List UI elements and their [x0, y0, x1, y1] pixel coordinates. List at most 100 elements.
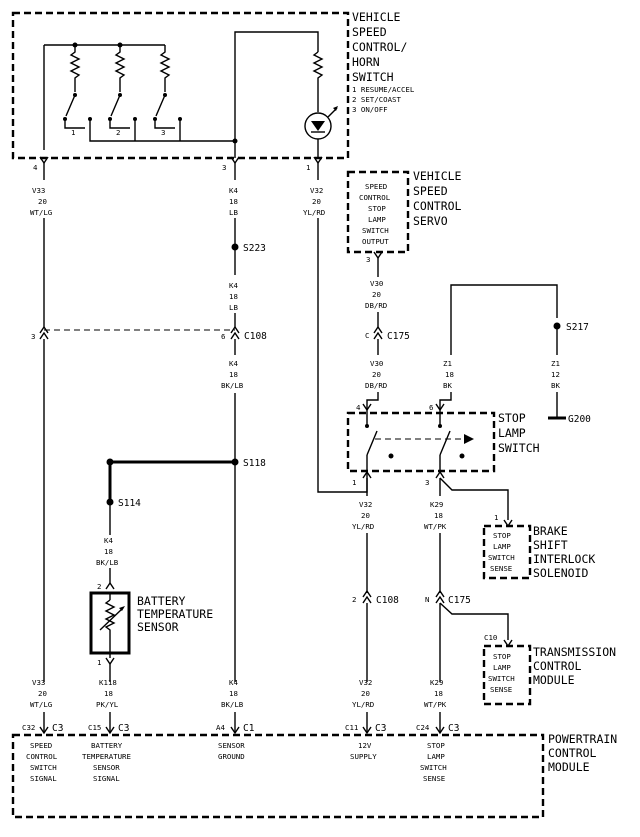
- horn-switch-title: VEHICLE SPEED CONTROL/ HORN SWITCH 1 RES…: [352, 10, 415, 114]
- svg-text:K4: K4: [229, 186, 238, 195]
- svg-text:C15: C15: [88, 723, 101, 732]
- svg-text:12V: 12V: [358, 741, 372, 750]
- svg-text:C24: C24: [416, 723, 430, 732]
- connector-c108-top: 3 6 C108: [31, 325, 267, 342]
- svg-text:3: 3: [161, 128, 165, 137]
- svg-text:MODULE: MODULE: [548, 760, 590, 774]
- svg-text:C3: C3: [375, 723, 386, 734]
- svg-text:18: 18: [229, 197, 238, 206]
- resistor-2-icon: [114, 45, 126, 92]
- svg-text:SENSOR: SENSOR: [93, 763, 120, 772]
- svg-text:SERVO: SERVO: [413, 214, 448, 228]
- svg-text:GROUND: GROUND: [218, 752, 245, 761]
- svg-text:SPEED: SPEED: [365, 182, 387, 191]
- svg-text:C3: C3: [52, 723, 63, 734]
- wire-k4: K4 18 LB K4 18 LB K4 18 BK/LB K4 18 BK/L…: [221, 163, 244, 733]
- svg-text:SWITCH: SWITCH: [420, 763, 447, 772]
- wire-v32: V32 20 YL/RD: [303, 163, 368, 493]
- svg-text:V32: V32: [310, 186, 323, 195]
- svg-text:SWITCH: SWITCH: [352, 70, 394, 84]
- horn-switch-internal: 1 2 3: [43, 31, 338, 158]
- svg-text:STOP: STOP: [493, 531, 511, 540]
- svg-text:LB: LB: [229, 208, 238, 217]
- svg-text:1: 1: [97, 658, 101, 667]
- svg-text:18: 18: [229, 292, 238, 301]
- svg-text:VEHICLE: VEHICLE: [413, 169, 462, 183]
- svg-text:G200: G200: [568, 414, 591, 425]
- svg-text:18: 18: [434, 511, 443, 520]
- svg-text:STOP: STOP: [368, 204, 386, 213]
- svg-text:BK/LB: BK/LB: [221, 700, 244, 709]
- svg-text:BK: BK: [443, 381, 452, 390]
- svg-text:SENSE: SENSE: [423, 774, 445, 783]
- svg-text:WT/PK: WT/PK: [424, 522, 447, 531]
- svg-text:4: 4: [33, 163, 38, 172]
- svg-text:SWITCH: SWITCH: [30, 763, 57, 772]
- battery-temperature-sensor: 2 1 BATTERY TEMPERATURE SENSOR K118 18 P…: [89, 581, 213, 733]
- svg-text:CONTROL: CONTROL: [533, 659, 582, 673]
- svg-text:SENSE: SENSE: [490, 564, 512, 573]
- svg-text:C175: C175: [387, 331, 410, 342]
- resistor-1-icon: [69, 45, 81, 92]
- svg-text:18: 18: [445, 370, 454, 379]
- svg-text:K118: K118: [99, 678, 117, 687]
- svg-text:C11: C11: [345, 723, 358, 732]
- svg-text:1: 1: [352, 478, 356, 487]
- svg-text:K4: K4: [104, 536, 113, 545]
- svg-text:20: 20: [361, 689, 370, 698]
- svg-text:K29: K29: [430, 500, 443, 509]
- svg-text:SUPPLY: SUPPLY: [350, 752, 377, 761]
- svg-text:TRANSMISSION: TRANSMISSION: [533, 645, 616, 659]
- svg-text:C10: C10: [484, 633, 497, 642]
- stop-lamp-switch: 4 6 STOP LAMP SWITCH 1 3: [346, 403, 540, 487]
- svg-text:LAMP: LAMP: [498, 426, 526, 440]
- svg-text:SENSOR: SENSOR: [218, 741, 245, 750]
- powertrain-control-module: POWERTRAIN CONTROL MODULE C32 C3 SPEED C…: [11, 723, 617, 819]
- switch-2-icon: [108, 93, 122, 121]
- svg-text:YL/RD: YL/RD: [352, 522, 374, 531]
- svg-text:WT/PK: WT/PK: [424, 700, 447, 709]
- svg-text:K29: K29: [430, 678, 443, 687]
- svg-text:SWITCH: SWITCH: [362, 226, 389, 235]
- svg-text:3: 3: [425, 478, 429, 487]
- svg-text:SPEED: SPEED: [352, 25, 387, 39]
- svg-text:2 SET/COAST: 2 SET/COAST: [352, 95, 401, 104]
- svg-text:18: 18: [229, 689, 238, 698]
- svg-text:3: 3: [366, 255, 370, 264]
- svg-text:N: N: [425, 595, 429, 604]
- svg-text:STOP: STOP: [427, 741, 445, 750]
- svg-text:1 RESUME/ACCEL: 1 RESUME/ACCEL: [352, 85, 415, 94]
- svg-text:S118: S118: [243, 458, 266, 469]
- switch-contact-right-icon: [438, 410, 451, 472]
- svg-text:SOLENOID: SOLENOID: [533, 566, 588, 580]
- svg-text:3: 3: [222, 163, 226, 172]
- wire-k29: K29 18 WT/PK N C175 K29 18 WT/PK: [424, 477, 509, 733]
- svg-text:SWITCH: SWITCH: [488, 553, 515, 562]
- svg-text:STOP: STOP: [493, 652, 511, 661]
- svg-text:V33: V33: [32, 186, 45, 195]
- svg-text:18: 18: [104, 547, 113, 556]
- svg-text:20: 20: [372, 370, 381, 379]
- switch-contact-left-icon: [365, 410, 378, 472]
- svg-text:LAMP: LAMP: [493, 542, 511, 551]
- svg-text:WT/LG: WT/LG: [30, 208, 52, 217]
- svg-text:20: 20: [372, 290, 381, 299]
- svg-text:BK/LB: BK/LB: [96, 558, 119, 567]
- svg-text:2: 2: [97, 582, 101, 591]
- svg-text:BK/LB: BK/LB: [221, 381, 244, 390]
- splice-s114: S114 K4 18 BK/LB: [96, 462, 141, 583]
- wire-v33: V33 20 WT/LG V33 20 WT/LG: [30, 163, 52, 733]
- svg-text:V32: V32: [359, 500, 372, 509]
- svg-text:20: 20: [38, 197, 47, 206]
- svg-text:K4: K4: [229, 359, 238, 368]
- svg-text:WT/LG: WT/LG: [30, 700, 52, 709]
- svg-text:SENSE: SENSE: [490, 685, 512, 694]
- svg-text:LAMP: LAMP: [493, 663, 511, 672]
- svg-text:20: 20: [38, 689, 47, 698]
- svg-text:BK: BK: [551, 381, 560, 390]
- svg-text:V33: V33: [32, 678, 45, 687]
- svg-text:4: 4: [356, 403, 361, 412]
- svg-text:2: 2: [352, 595, 356, 604]
- svg-text:SIGNAL: SIGNAL: [93, 774, 120, 783]
